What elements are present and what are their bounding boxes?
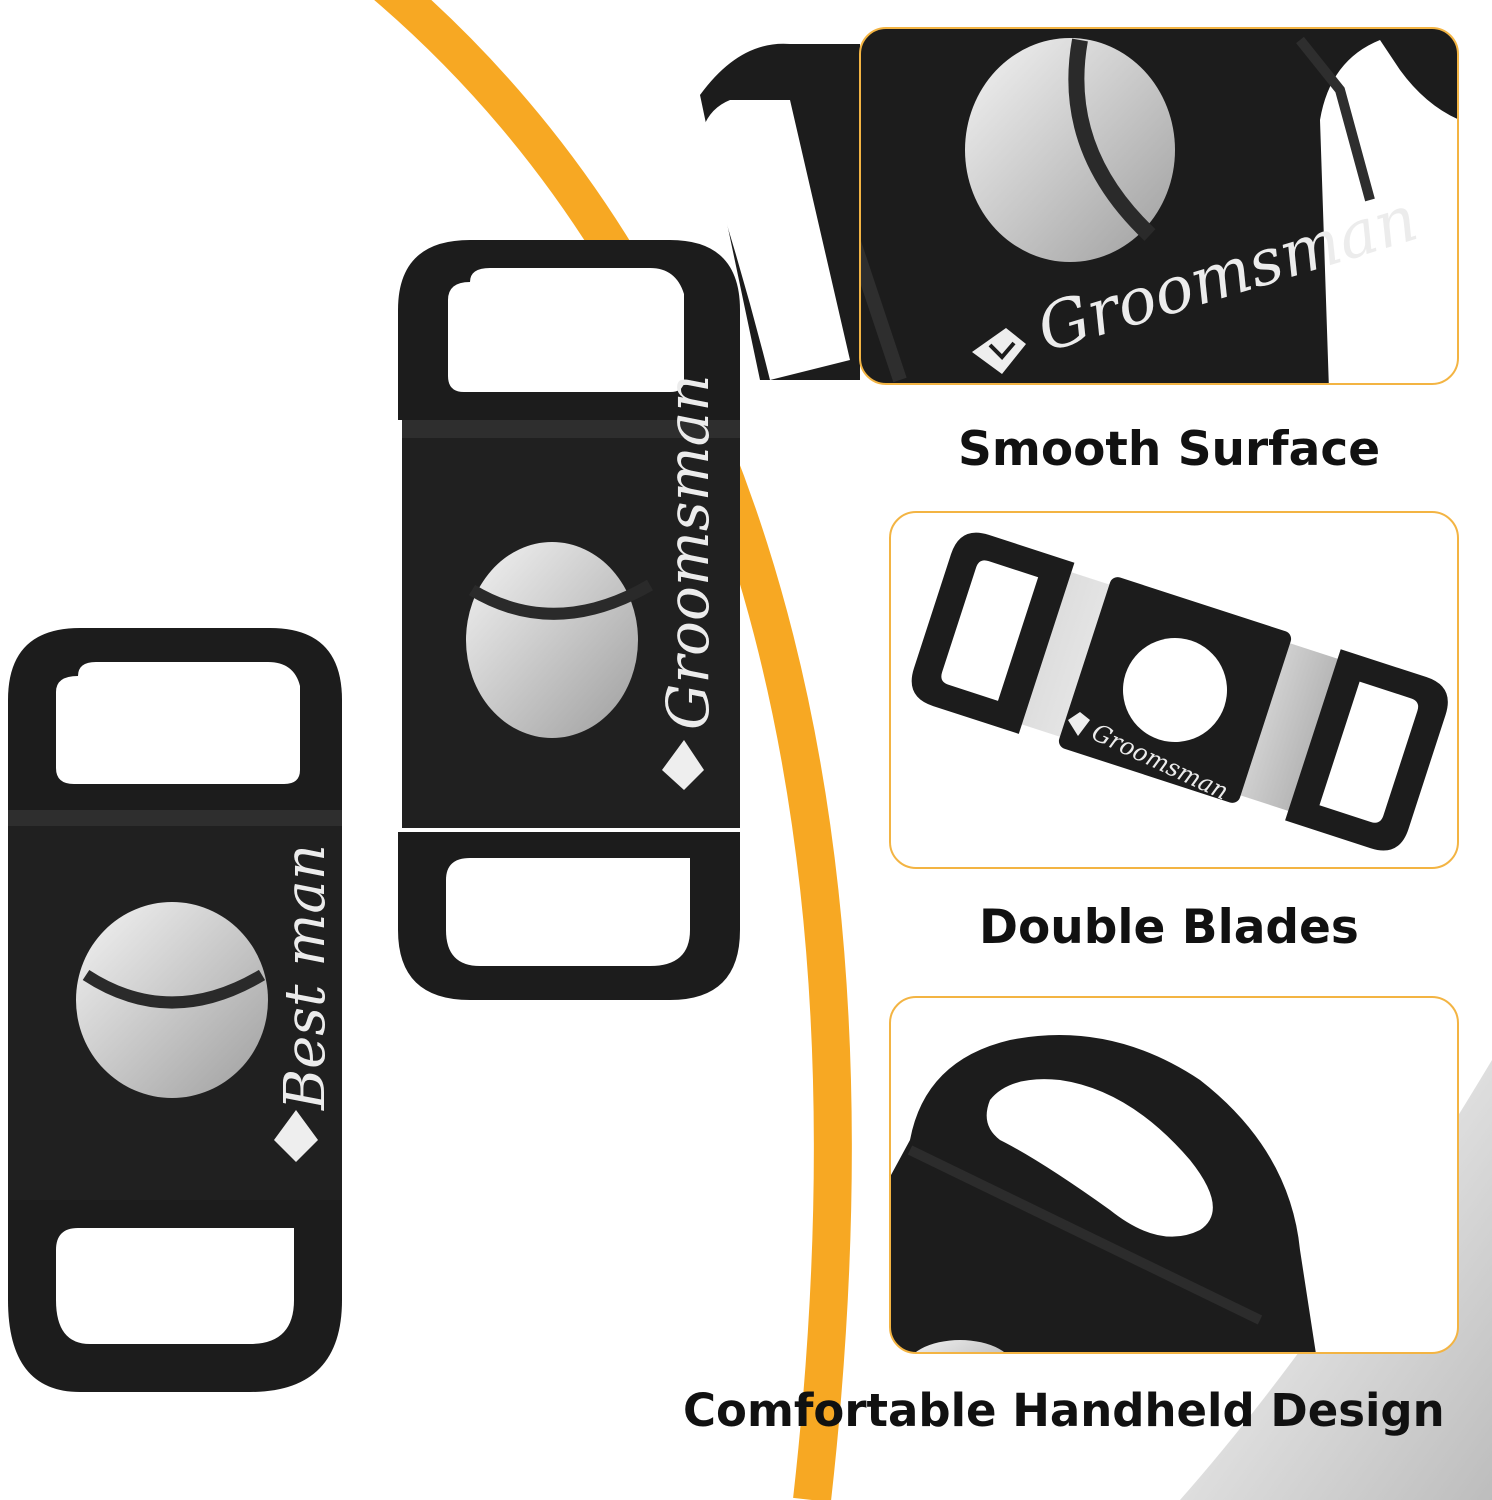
panel-handheld [889, 996, 1459, 1354]
panel-smooth-surface: Groomsman [700, 27, 1459, 385]
caption-handheld-design: Comfortable Handheld Design [683, 1384, 1445, 1437]
tuxedo-icon [972, 328, 1026, 374]
caption-double-blades: Double Blades [979, 900, 1359, 955]
accent-arc [374, 0, 852, 1500]
engraving-best-man: Best man [273, 844, 338, 1111]
engraving-groomsman: Groomsman [654, 374, 722, 730]
tuxedo-icon-small [1068, 712, 1090, 736]
cigar-cutter-best-man: Best man [8, 628, 342, 1392]
panel-double-blades: Groomsman [889, 511, 1459, 869]
floor-shadow [1180, 1060, 1492, 1500]
tuxedo-icon-best-man [274, 1110, 318, 1162]
tuxedo-icon-groomsman [662, 740, 704, 790]
cigar-cutter-groomsman: Groomsman [398, 240, 740, 1000]
caption-smooth-surface: Smooth Surface [958, 422, 1381, 477]
